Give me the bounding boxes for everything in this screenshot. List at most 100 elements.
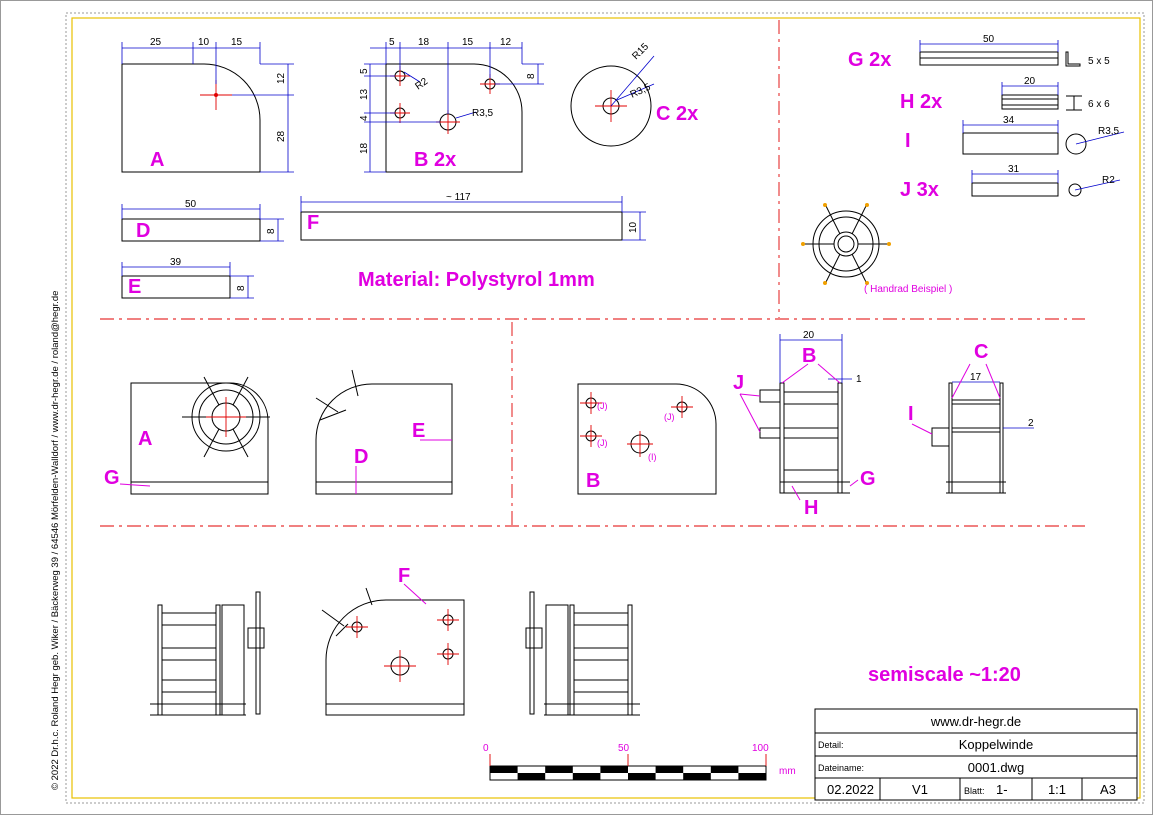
dim-b-v5: 5	[359, 68, 370, 74]
part-h-drawing: H 2x 20 6 x 6	[900, 76, 1110, 113]
bottom-view-right	[525, 591, 640, 716]
dim-a-28: 28	[276, 130, 287, 142]
dim-b-18: 18	[418, 37, 430, 48]
dim-b-12: 12	[500, 37, 512, 48]
dim-b-8: 8	[526, 73, 537, 79]
dim-a-25: 25	[150, 37, 162, 48]
assembly-view-side: 20 1 B J H G	[733, 330, 876, 519]
assembly-label-f: F	[398, 565, 410, 587]
dim-h-profile: 6 x 6	[1088, 99, 1110, 110]
scale-tick-50: 50	[618, 743, 630, 754]
part-label-j: J 3x	[900, 179, 939, 201]
dim-d-50: 50	[185, 199, 197, 210]
dim-front-2: 2	[1028, 418, 1034, 429]
scale-note: semiscale ~1:20	[868, 664, 1021, 686]
part-j-drawing: J 3x 31 R2	[900, 164, 1121, 201]
dim-front-17: 17	[970, 372, 982, 383]
dim-j-r2: R2	[1102, 175, 1115, 186]
assembly-label-d: D	[354, 446, 368, 468]
title-scale: 1:1	[1048, 782, 1066, 797]
assembly-label-e: E	[412, 420, 425, 442]
title-version: V1	[912, 782, 928, 797]
part-label-h: H 2x	[900, 91, 942, 113]
assembly-view-a: A G	[104, 376, 270, 495]
dim-f-117: ~ 117	[446, 192, 471, 203]
part-d-drawing: 50 8 D	[121, 199, 284, 242]
title-sheet-value: 1-	[996, 782, 1008, 797]
part-i-drawing: I 34 R3,5	[905, 115, 1125, 155]
part-label-g: G 2x	[848, 49, 891, 71]
part-label-i: I	[905, 130, 911, 152]
title-filename-label: Dateiname:	[818, 763, 864, 773]
dim-f-10: 10	[628, 221, 639, 233]
part-a-drawing: 25 10 15 12 28 A	[121, 37, 294, 173]
dim-g-50: 50	[983, 34, 995, 45]
assembly-view-front: 17 2 C I	[908, 341, 1034, 494]
scale-bar: 0 50 100 mm	[483, 743, 796, 781]
handrad-example	[801, 203, 891, 285]
print-area	[65, 12, 1145, 804]
assembly-label-g1: G	[104, 467, 120, 489]
hole-label-j1: (J)	[597, 401, 608, 411]
assembly-label-i: I	[908, 403, 914, 425]
assembly-label-j: J	[733, 372, 744, 394]
bottom-view-middle: F	[321, 565, 465, 716]
scale-unit: mm	[779, 766, 796, 777]
part-label-b: B 2x	[414, 149, 456, 171]
dim-i-34: 34	[1003, 115, 1015, 126]
assembly-view-b: (J) (J) (J) (I) B	[577, 383, 717, 495]
title-detail-label: Detail:	[818, 740, 844, 750]
dim-b-v18: 18	[359, 142, 370, 154]
assembly-label-b: B	[586, 470, 600, 492]
dim-j-31: 31	[1008, 164, 1020, 175]
title-sheet-label: Blatt:	[964, 786, 985, 796]
side-credit-text: © 2022 Dr.h.c. Roland Hegr geb. Wiker / …	[50, 291, 61, 790]
dim-i-r35: R3,5	[1098, 126, 1120, 137]
scale-tick-100: 100	[752, 743, 769, 754]
dim-b-15: 15	[462, 37, 474, 48]
dim-b-v4: 4	[359, 115, 370, 121]
assembly-label-bb: B	[802, 345, 816, 367]
dim-d-8: 8	[266, 228, 277, 234]
dim-a-12: 12	[276, 72, 287, 84]
title-detail-value: Koppelwinde	[959, 737, 1033, 752]
dim-side-20: 20	[803, 330, 815, 341]
part-label-d: D	[136, 220, 150, 242]
part-label-c: C 2x	[656, 103, 698, 125]
title-block: www.dr-hegr.de Detail: Koppelwinde Datei…	[814, 708, 1138, 801]
section-dividers	[100, 20, 1085, 527]
assembly-label-g2: G	[860, 468, 876, 490]
hole-label-j3: (J)	[664, 412, 675, 422]
handrad-caption: ( Handrad Beispiel )	[864, 284, 952, 295]
dim-b-5: 5	[389, 37, 395, 48]
part-f-drawing: ~ 117 10 F	[300, 192, 646, 241]
part-e-drawing: 39 8 E	[121, 257, 254, 299]
part-g-drawing: G 2x 50 5 x 5	[848, 34, 1110, 71]
assembly-label-h: H	[804, 497, 818, 519]
dim-e-39: 39	[170, 257, 182, 268]
hole-label-i: (I)	[648, 452, 657, 462]
title-format: A3	[1100, 782, 1116, 797]
material-note: Material: Polystyrol 1mm	[358, 269, 595, 291]
dim-b-r35: R3,5	[472, 108, 494, 119]
scale-tick-0: 0	[483, 743, 489, 754]
dim-side-1: 1	[856, 374, 862, 385]
title-website: www.dr-hegr.de	[930, 714, 1021, 729]
assembly-label-a: A	[138, 428, 152, 450]
part-label-e: E	[128, 276, 141, 298]
part-label-a: A	[150, 149, 164, 171]
hole-label-j2: (J)	[597, 438, 608, 448]
assembly-view-de: D E	[315, 369, 453, 495]
dim-g-profile: 5 x 5	[1088, 56, 1110, 67]
assembly-label-c: C	[974, 341, 988, 363]
dim-e-8: 8	[236, 285, 247, 291]
dim-b-v13: 13	[359, 88, 370, 100]
title-filename-value: 0001.dwg	[968, 760, 1024, 775]
title-date: 02.2022	[827, 782, 874, 797]
dim-h-20: 20	[1024, 76, 1036, 87]
part-b-drawing: 5 18 15 12 8 5 13 4 18 R2 R3,5 B 2x	[359, 37, 544, 173]
drawing-frame	[71, 17, 1141, 799]
